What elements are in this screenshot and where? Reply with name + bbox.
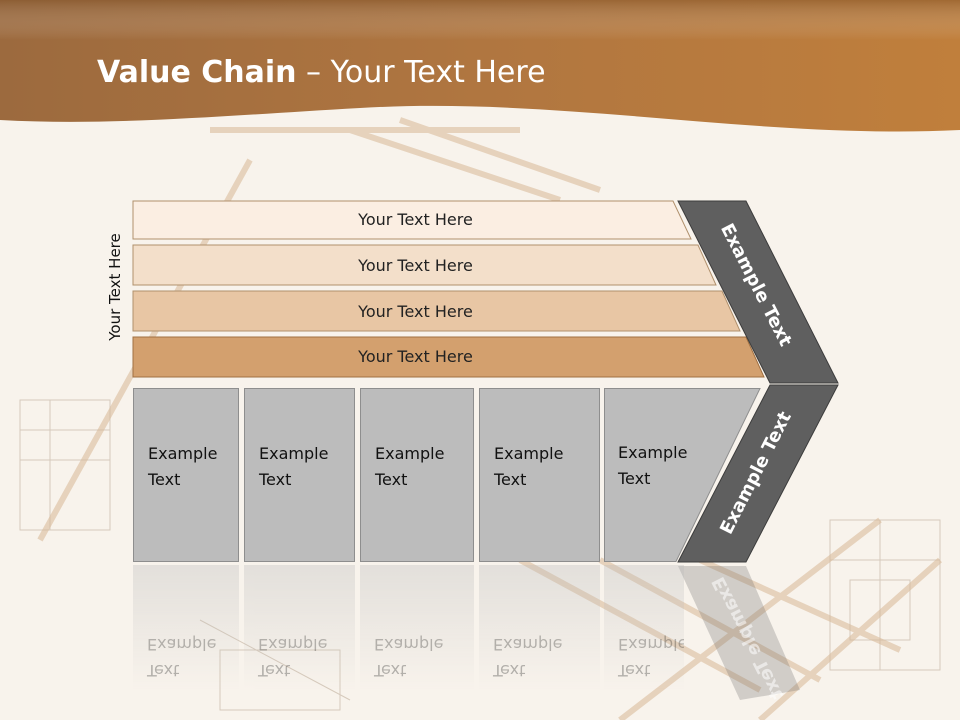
column-1-line1: Example: [148, 444, 218, 463]
column-5-reflection: Text Example: [604, 565, 684, 690]
column-5-line2: Text: [618, 469, 651, 488]
bar-1: [132, 200, 692, 240]
column-5-line1: Example: [618, 443, 688, 462]
chevron-bottom-arm: [677, 384, 839, 563]
column-3-reflection: Text Example: [360, 565, 474, 690]
column-3-line2: Text: [375, 470, 408, 489]
bar-4: [132, 336, 765, 378]
column-2-line2: Text: [259, 470, 292, 489]
column-1-reflection-line1: Example: [147, 635, 217, 654]
column-1-reflection: Text Example: [133, 565, 239, 690]
column-4-reflection: Text Example: [479, 565, 600, 690]
title-rest: – Your Text Here: [296, 55, 546, 90]
column-3-reflection-line1: Example: [374, 635, 444, 654]
bar-3: [132, 290, 741, 332]
column-1-reflection-line2: Text: [147, 661, 180, 680]
column-4-line2: Text: [494, 470, 527, 489]
column-5-shape: [604, 388, 761, 562]
column-2-reflection: Text Example: [244, 565, 355, 690]
column-1-line2: Text: [148, 470, 181, 489]
column-5-reflection-line1: Example: [618, 635, 684, 654]
column-4-reflection-line1: Example: [493, 635, 563, 654]
slide-title: Value Chain – Your Text Here: [97, 55, 546, 90]
column-3-line1: Example: [375, 444, 445, 463]
bar-3-label: Your Text Here: [358, 302, 473, 321]
column-2-line1: Example: [259, 444, 329, 463]
bar-1-label: Your Text Here: [358, 210, 473, 229]
title-bold: Value Chain: [97, 55, 297, 90]
column-4-line1: Example: [494, 444, 564, 463]
chevron-reflection: [678, 566, 800, 700]
bar-2: [132, 244, 717, 286]
column-2-reflection-line2: Text: [258, 661, 291, 680]
column-5-reflection-line2: Text: [618, 661, 651, 680]
column-2-reflection-line1: Example: [258, 635, 328, 654]
column-4-reflection-line2: Text: [493, 661, 526, 680]
blueprint-sketch: [19, 399, 941, 711]
bar-4-label: Your Text Here: [358, 347, 473, 366]
column-3-reflection-line2: Text: [374, 661, 407, 680]
chevron-top-arm: [677, 200, 839, 384]
bar-2-label: Your Text Here: [358, 256, 473, 275]
